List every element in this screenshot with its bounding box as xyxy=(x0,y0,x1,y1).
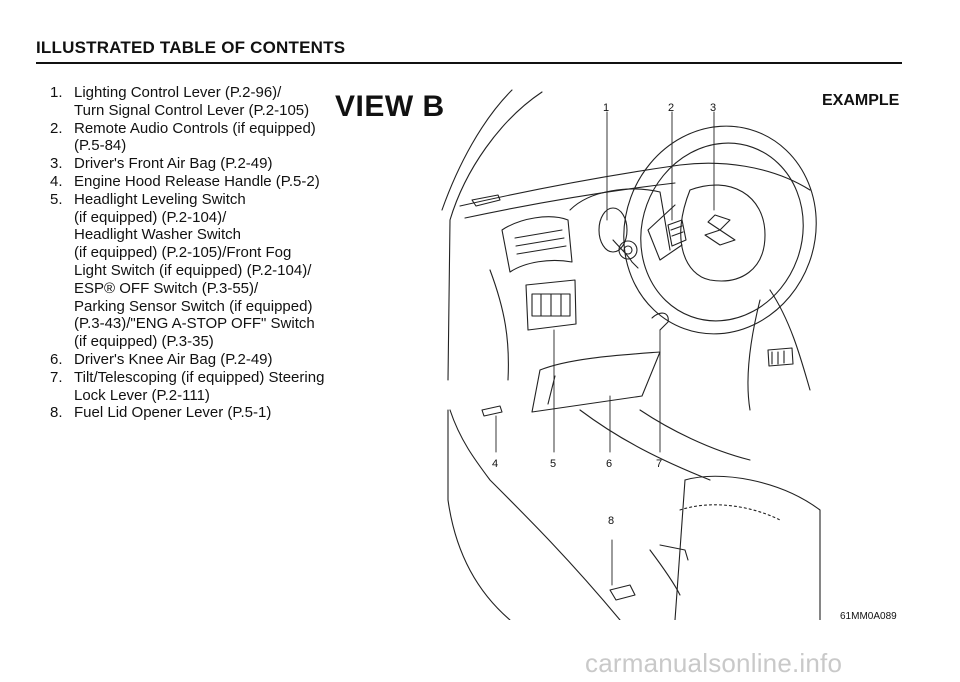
steering-hub xyxy=(680,184,766,282)
toc-item: 4. Engine Hood Release Handle (P.5-2) xyxy=(50,173,350,191)
left-air-vent xyxy=(501,216,573,273)
callout-3: 3 xyxy=(710,102,716,114)
fuel-lid-opener xyxy=(609,584,636,601)
toc-item: 7. Tilt/Telescoping (if equipped) Steerin… xyxy=(50,369,350,405)
toc-item-text: Turn Signal Control Lever (P.2-105) xyxy=(74,101,310,119)
toc-item-text: Engine Hood Release Handle (P.5-2) xyxy=(74,172,320,190)
center-buttons xyxy=(767,347,794,367)
toc-item-text: ESP® OFF Switch (P.3-55)/ xyxy=(74,279,259,297)
toc-item: 1. Lighting Control Lever (P.2-96)/Turn S… xyxy=(50,84,350,120)
driver-seat xyxy=(684,475,821,621)
title-rule xyxy=(36,62,902,64)
toc-item-number: 5. xyxy=(50,190,63,208)
remote-audio-controls xyxy=(667,219,687,247)
steering-wheel-inner xyxy=(640,142,804,322)
toc-item-text: Driver's Knee Air Bag (P.2-49) xyxy=(74,350,273,368)
hood-release-handle xyxy=(481,405,503,417)
example-label: EXAMPLE xyxy=(822,92,900,109)
toc-item-text: Headlight Leveling Switch xyxy=(74,190,246,208)
toc-item-text: Lighting Control Lever (P.2-96)/ xyxy=(74,84,282,101)
callout-4: 4 xyxy=(492,458,498,470)
toc-item: 8. Fuel Lid Opener Lever (P.5-1) xyxy=(50,404,350,422)
page-title: ILLUSTRATED TABLE OF CONTENTS xyxy=(36,38,346,57)
toc-item-text: Remote Audio Controls (if equipped) xyxy=(74,119,316,137)
wheel-spoke-left xyxy=(647,204,683,261)
view-label: VIEW B xyxy=(335,90,445,123)
dashboard-diagram: 1 2 3 4 5 6 7 8 xyxy=(420,80,840,621)
toc-item-text: Tilt/Telescoping (if equipped) Steering xyxy=(74,368,325,386)
door-edge xyxy=(449,409,621,621)
watermark: carmanualsonline.info xyxy=(585,648,843,678)
toc-item-text: (if equipped) (P.3-35) xyxy=(74,333,214,351)
toc-item: 3. Driver's Front Air Bag (P.2-49) xyxy=(50,155,350,173)
toc-item-text: (if equipped) (P.2-105)/Front Fog xyxy=(74,244,292,262)
toc-item-text: (P.5-84) xyxy=(74,137,127,155)
dash-top xyxy=(459,162,811,207)
dash-top-2 xyxy=(464,182,676,219)
suzuki-emblem xyxy=(704,214,736,246)
toc-item-number: 6. xyxy=(50,350,63,368)
callout-5: 5 xyxy=(550,458,556,470)
switch-panel xyxy=(525,279,577,331)
toc-item-text: Fuel Lid Opener Lever (P.5-1) xyxy=(74,404,272,422)
figure-code: 61MM0A089 xyxy=(840,611,897,622)
toc-item-number: 1. xyxy=(50,84,63,101)
toc-item-text: Parking Sensor Switch (if equipped) xyxy=(74,297,313,315)
toc-item: 5.Headlight Leveling Switch(if equipped)… xyxy=(50,191,350,351)
toc-item-text: (P.3-43)/"ENG A-STOP OFF" Switch xyxy=(74,315,315,333)
lower-dash xyxy=(489,269,509,381)
a-pillar-inner xyxy=(441,89,513,211)
toc-item-number: 2. xyxy=(50,119,63,137)
toc-item-number: 8. xyxy=(50,404,63,422)
callout-8: 8 xyxy=(608,515,614,527)
lighting-control-lever xyxy=(598,207,628,253)
tilt-telescoping-lever xyxy=(651,312,669,331)
steering-wheel-outer xyxy=(623,125,817,335)
toc-item-text: Lock Lever (P.2-111) xyxy=(74,386,210,404)
ignition-knob xyxy=(618,240,638,260)
toc-item-text: Headlight Washer Switch xyxy=(74,226,242,244)
a-pillar-line xyxy=(447,91,543,381)
callout-1: 1 xyxy=(603,102,609,114)
cluster-hood xyxy=(569,188,671,251)
toc-item-number: 4. xyxy=(50,172,63,190)
door-edge-inner xyxy=(447,409,511,621)
toc-item-text: (if equipped) (P.2-104)/ xyxy=(74,208,227,226)
toc-item-text: Light Switch (if equipped) (P.2-104)/ xyxy=(74,261,312,279)
callout-6: 6 xyxy=(606,458,612,470)
toc-item: 6. Driver's Knee Air Bag (P.2-49) xyxy=(50,351,350,369)
callout-2: 2 xyxy=(668,102,674,114)
floor-line xyxy=(579,409,711,481)
toc-list: 1. Lighting Control Lever (P.2-96)/Turn S… xyxy=(50,84,350,422)
toc-item: 2. Remote Audio Controls (if equipped)(P.… xyxy=(50,120,350,156)
defrost-vent xyxy=(471,194,501,207)
knee-airbag xyxy=(531,351,661,413)
center-console xyxy=(769,289,811,391)
toc-item-text: Driver's Front Air Bag (P.2-49) xyxy=(74,155,273,173)
toc-item-number: 3. xyxy=(50,155,63,173)
toc-item-number: 7. xyxy=(50,368,63,386)
callout-7: 7 xyxy=(656,458,662,470)
